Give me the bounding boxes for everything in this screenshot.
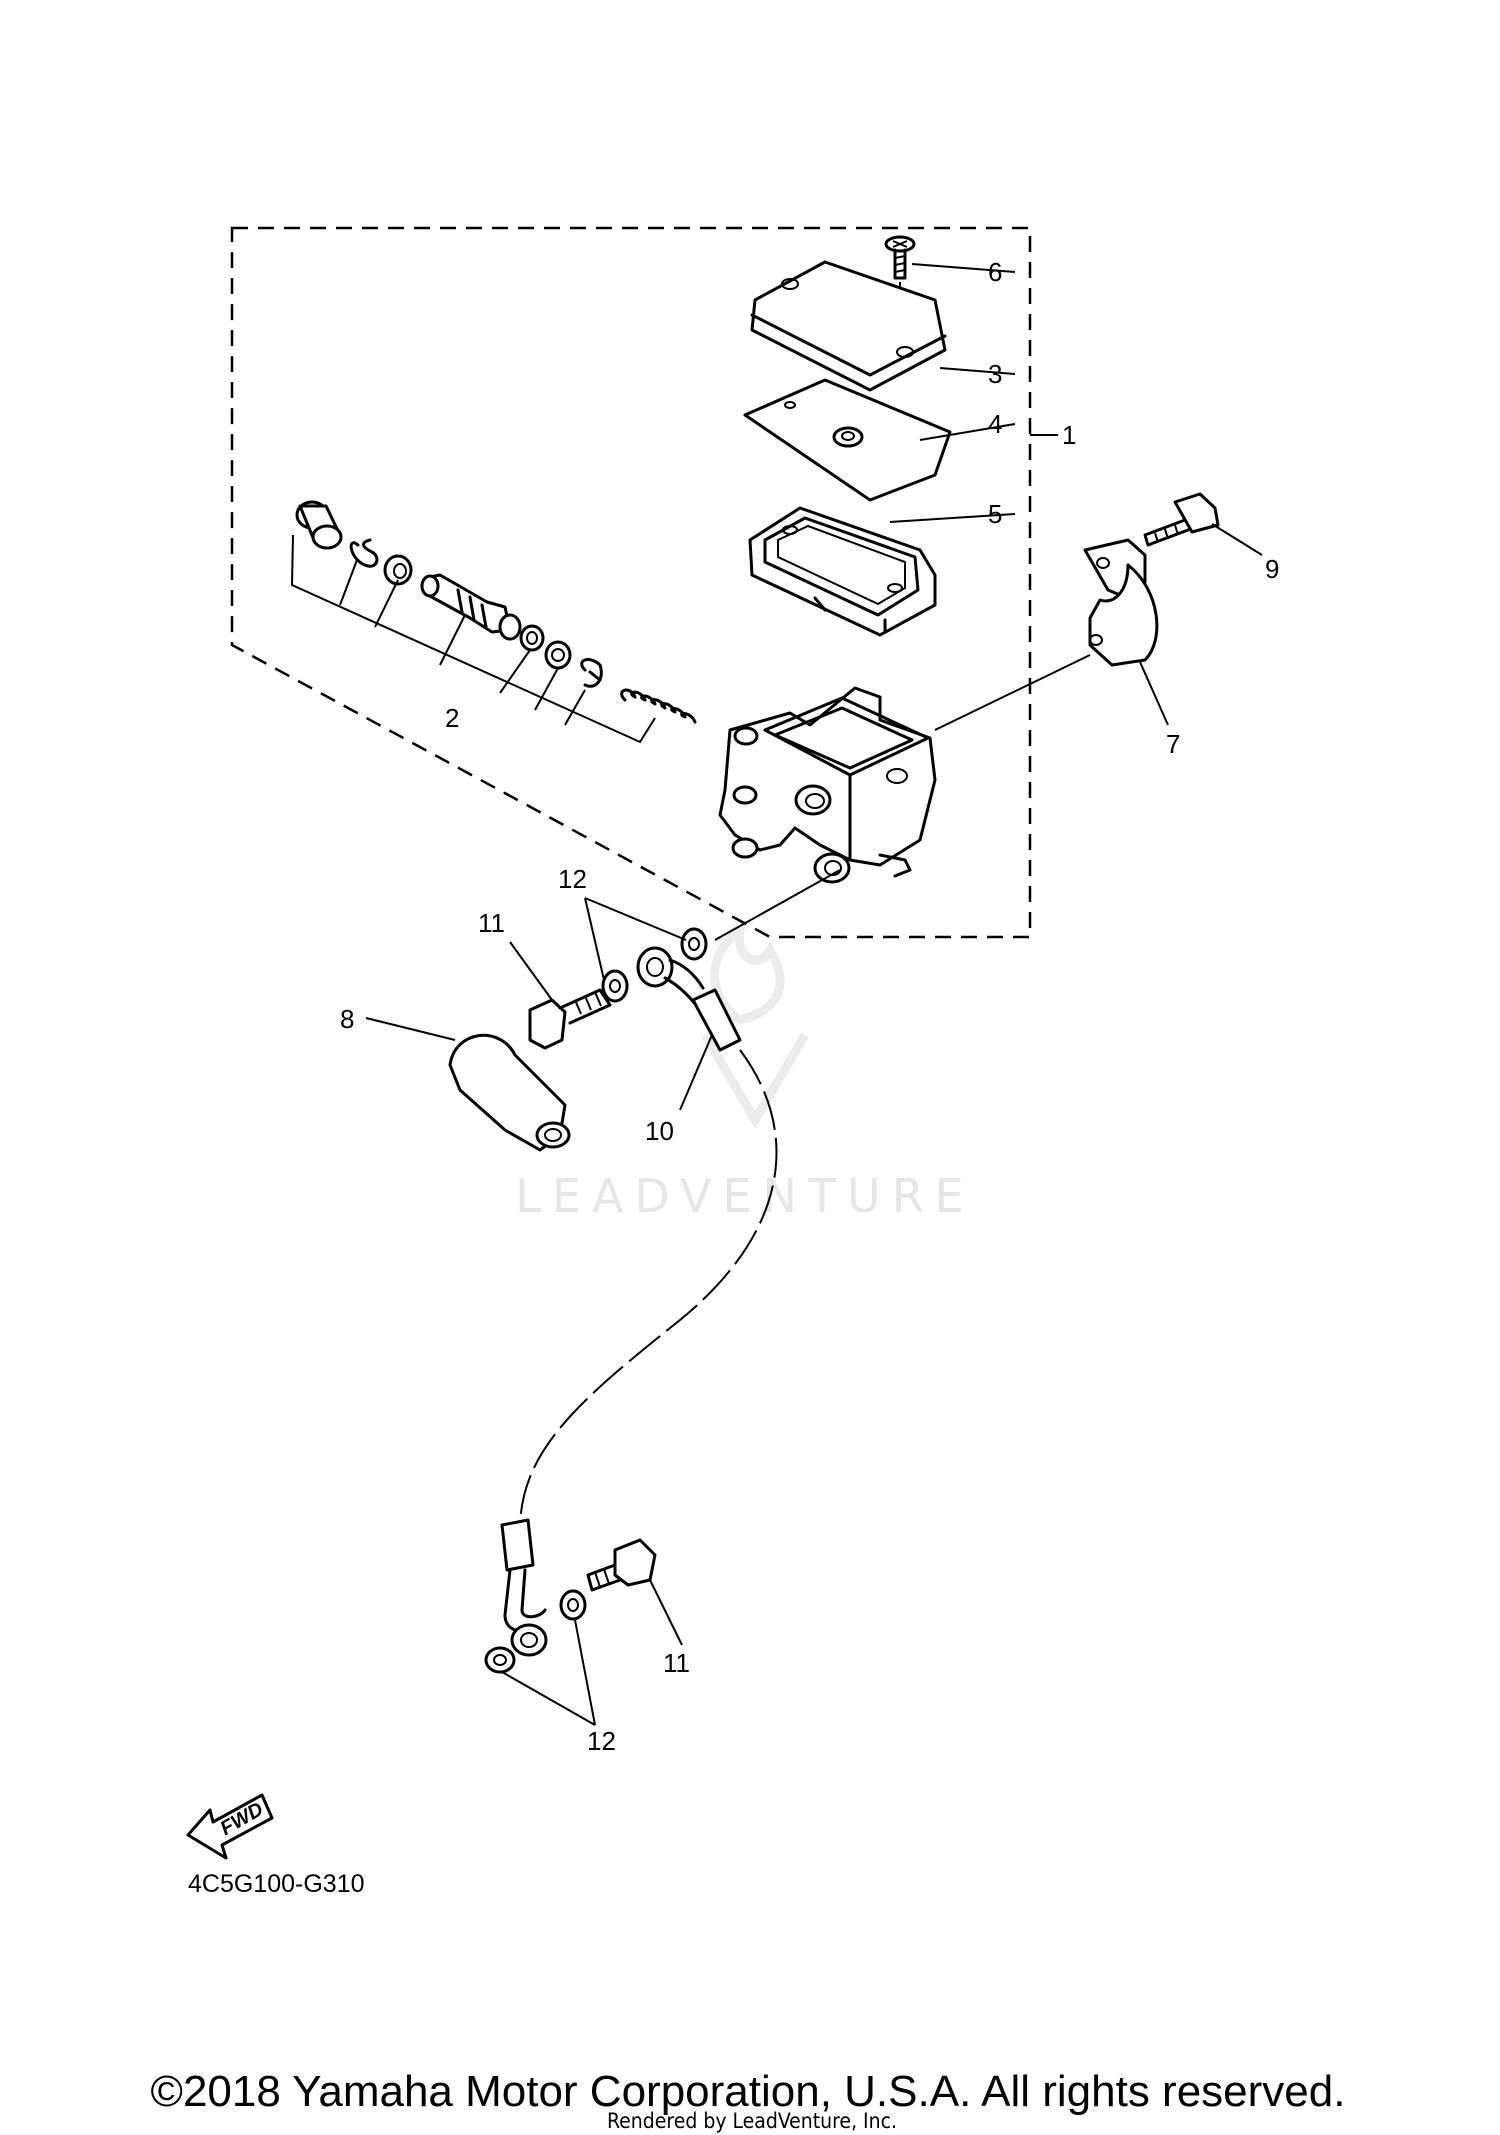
callout-3: 3 — [988, 359, 1002, 389]
union-bolt-lower-part-11 — [586, 1538, 657, 1592]
leader-6 — [911, 263, 1016, 273]
leadventure-watermark: LEADVENTURE — [515, 920, 975, 1223]
leader-4 — [919, 423, 1016, 441]
reservoir-cap-part-3 — [750, 260, 947, 392]
master-cylinder-body-part-1 — [718, 686, 937, 884]
callout-8: 8 — [340, 1004, 354, 1034]
leader-12-lower — [501, 1619, 596, 1726]
leader-lines — [365, 263, 1263, 1726]
crush-washers-lower-part-12 — [484, 1589, 587, 1674]
leader-body-banjo — [714, 869, 841, 941]
diaphragm-part-5 — [748, 506, 937, 637]
piston-kit-part-2 — [290, 500, 697, 744]
leader-11-lower — [649, 1579, 683, 1646]
diagram-code: 4C5G100-G310 — [188, 1870, 365, 1898]
callout-11-upper: 11 — [478, 908, 505, 938]
leader-12-upper — [584, 897, 687, 981]
leader-10 — [679, 1034, 713, 1111]
crush-washers-upper-part-12 — [601, 927, 708, 1003]
diaphragm-plate-part-4 — [743, 378, 952, 502]
lever-boot-part-8 — [448, 1033, 571, 1152]
callout-12-lower: 12 — [587, 1726, 616, 1756]
leader-3 — [939, 367, 1016, 375]
leader-7 — [1139, 661, 1169, 726]
callout-4: 4 — [988, 409, 1002, 439]
clamp-part-7 — [1083, 538, 1159, 667]
callout-10: 10 — [645, 1116, 674, 1146]
brake-hose-part-10 — [500, 946, 778, 1657]
callout-1: 1 — [1062, 420, 1076, 450]
union-bolt-upper-part-11 — [528, 988, 612, 1050]
leader-5 — [889, 513, 1016, 523]
callout-6: 6 — [988, 257, 1002, 287]
callout-2: 2 — [445, 703, 459, 733]
callout-12-upper: 12 — [558, 864, 587, 894]
callout-5: 5 — [988, 499, 1002, 529]
watermark-text: LEADVENTURE — [515, 1169, 975, 1223]
clamp-bolt-part-9 — [1143, 492, 1220, 547]
copyright-notice: ©2018 Yamaha Motor Corporation, U.S.A. A… — [151, 2067, 1346, 2116]
leader-body-clamp — [934, 654, 1091, 731]
watermark-v-icon — [701, 1032, 809, 1129]
watermark-flame-icon — [709, 920, 785, 1025]
callout-11-lower: 11 — [663, 1648, 690, 1678]
callout-7: 7 — [1166, 729, 1180, 759]
leader-11-upper — [509, 941, 553, 1001]
callout-labels: 1 2 3 4 5 6 7 8 9 10 11 11 12 12 — [340, 257, 1279, 1756]
rendered-by-notice: Rendered by LeadVenture, Inc. — [607, 2109, 897, 2133]
leader-9 — [1211, 523, 1263, 556]
callout-9: 9 — [1265, 554, 1279, 584]
assembly-boundary — [230, 226, 1032, 939]
leader-8 — [365, 1017, 456, 1041]
fwd-arrow-icon: FWD — [186, 1793, 274, 1860]
